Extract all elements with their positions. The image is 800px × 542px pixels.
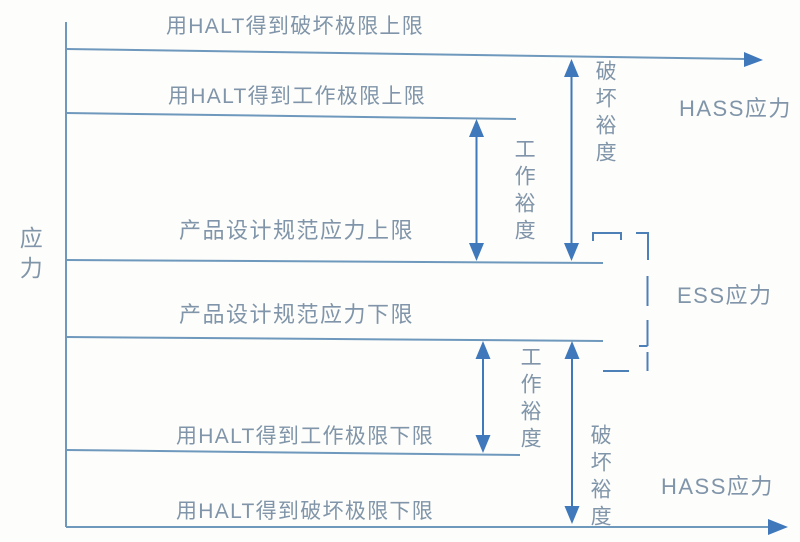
design-upper-line bbox=[65, 259, 604, 264]
destruct-margin-lower-arrow bbox=[564, 341, 580, 524]
ess-bracket-top-corner bbox=[636, 232, 649, 260]
hass-stress-lower-label: HASS应力 bbox=[661, 474, 774, 499]
arrow-up-icon bbox=[564, 341, 580, 359]
ess-bracket-top-dash bbox=[592, 232, 622, 241]
arrow-down-icon bbox=[564, 506, 580, 524]
arrow-down-icon bbox=[564, 243, 579, 261]
operate-lower-line bbox=[65, 449, 521, 456]
ess-stress-label: ESS应力 bbox=[677, 283, 773, 308]
arrow-down-icon bbox=[475, 435, 491, 453]
hass-stress-upper-label: HASS应力 bbox=[679, 96, 792, 121]
arrow-down-icon bbox=[469, 243, 484, 261]
work-margin-lower-label: 工作裕度 bbox=[518, 346, 542, 454]
destruct-lower-arrowhead-icon bbox=[768, 519, 788, 535]
ess-range-bracket bbox=[592, 232, 649, 372]
work-margin-upper-label: 工作裕度 bbox=[512, 138, 536, 246]
operate-upper-line bbox=[65, 112, 517, 120]
stress-axis-label: 应力 bbox=[16, 226, 43, 286]
operate-lower-label: 用HALT得到工作极限下限 bbox=[176, 425, 435, 448]
work-margin-upper-arrow bbox=[469, 119, 484, 261]
destruct-upper-line bbox=[65, 48, 747, 60]
destruct-margin-upper-label: 破坏裕度 bbox=[593, 60, 617, 168]
design-lower-label: 产品设计规范应力下限 bbox=[179, 302, 415, 327]
destruct-upper-label: 用HALT得到破坏极限上限 bbox=[166, 15, 425, 38]
work-margin-lower-arrow bbox=[475, 341, 491, 453]
ess-bracket-dash-tick bbox=[639, 320, 649, 347]
destruct-upper-arrowhead-icon bbox=[744, 52, 763, 67]
design-lower-line bbox=[65, 336, 604, 342]
arrow-up-icon bbox=[475, 341, 491, 359]
arrow-up-icon bbox=[469, 119, 484, 137]
destruct-lower-label: 用HALT得到破坏极限下限 bbox=[176, 500, 435, 523]
destruct-margin-upper-arrow bbox=[564, 59, 579, 261]
operate-upper-label: 用HALT得到工作极限上限 bbox=[168, 85, 427, 108]
arrow-up-icon bbox=[564, 59, 579, 77]
design-upper-label: 产品设计规范应力上限 bbox=[179, 218, 415, 243]
destruct-margin-lower-label: 破坏裕度 bbox=[588, 424, 612, 532]
